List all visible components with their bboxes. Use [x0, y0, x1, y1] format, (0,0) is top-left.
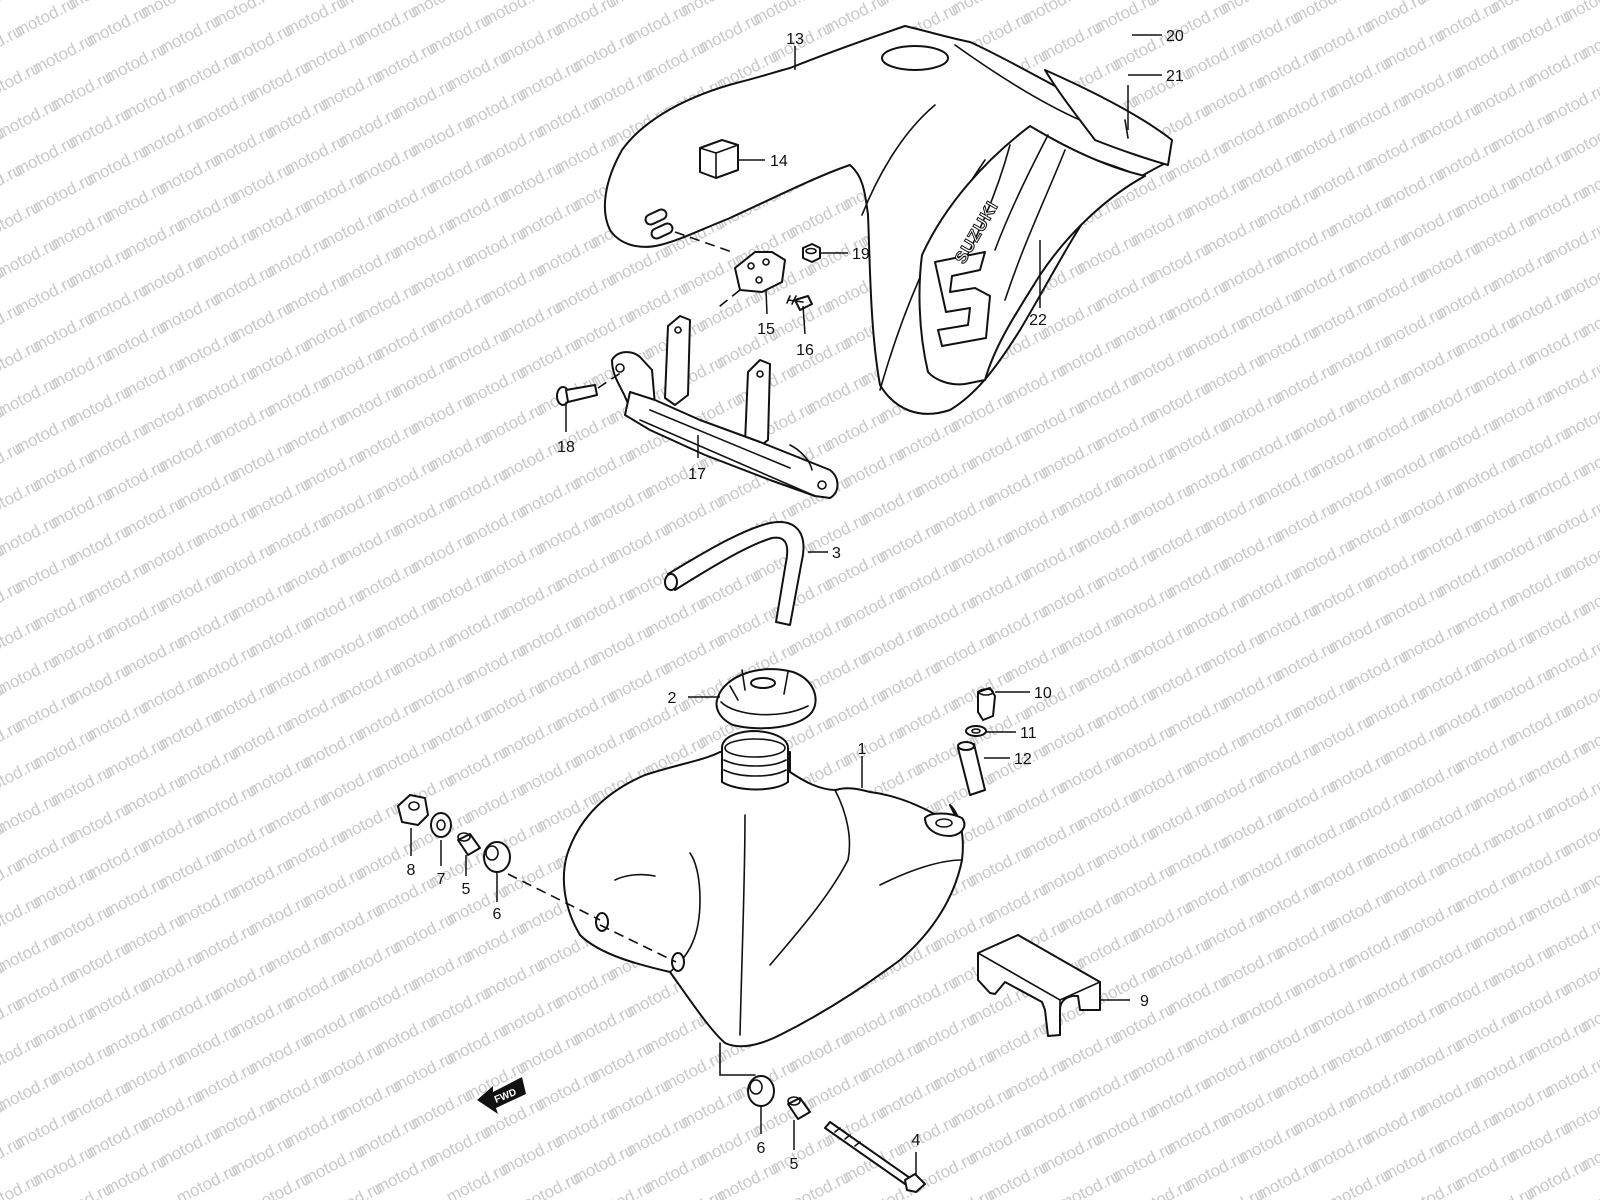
watermark-text: motod.ru	[1055, 1166, 1123, 1200]
callout-6-left: 6	[493, 906, 502, 923]
callout-22: 22	[1029, 312, 1047, 329]
watermark-text: motod.ru	[0, 336, 44, 383]
watermark-text: motod.ru	[659, 1186, 727, 1200]
watermark-text: motod.ru	[0, 197, 44, 244]
watermark-text: motod.ru	[1469, 1183, 1537, 1200]
part-fuel-cap	[715, 668, 817, 730]
watermark-text: motod.ru	[0, 95, 62, 142]
callout-leaders	[410, 34, 1162, 1175]
part-nut-8	[397, 794, 429, 826]
part-nut	[802, 243, 821, 263]
watermark-text: motod.ru	[0, 58, 44, 105]
callout-3: 3	[832, 545, 841, 562]
callout-16: 16	[796, 342, 814, 359]
part-bolt-10	[977, 687, 996, 721]
watermark-text: motod.ru	[1325, 1165, 1393, 1200]
callout-2: 2	[668, 690, 677, 707]
callout-17: 17	[688, 466, 706, 483]
callout-7: 7	[437, 871, 446, 888]
callout-8: 8	[407, 862, 416, 879]
watermark-text: motod.ru	[0, 1170, 44, 1200]
callout-21: 21	[1166, 68, 1184, 85]
watermark-text: motod.ru	[983, 1157, 1051, 1200]
watermark-text: motod.ru	[1397, 1174, 1465, 1200]
callout-5-left: 5	[462, 881, 471, 898]
watermark-text: motod.ru	[0, 475, 44, 522]
part-collar-12	[957, 741, 986, 796]
callout-19: 19	[852, 246, 870, 263]
watermark-text: motod.ru	[0, 651, 62, 698]
callout-labels: 13 20 21 14 19 15 16 22 18 17 3 2 10 11 …	[407, 28, 1184, 1173]
callout-5-bottom: 5	[790, 1156, 799, 1173]
watermark-text: motod.ru	[317, 1178, 385, 1200]
watermark-text: motod.ru	[0, 1031, 44, 1078]
part-tank-frame	[611, 315, 839, 499]
watermark-text: motod.ru	[47, 1179, 115, 1200]
part-washer-7	[430, 812, 452, 838]
part-screw	[786, 295, 813, 311]
watermark-text: motod.ru	[587, 1177, 655, 1200]
part-breather-hose	[664, 521, 805, 626]
callout-6-bottom: 6	[757, 1140, 766, 1157]
part-cushion	[699, 139, 739, 179]
watermark-text: motod.ru	[929, 1185, 997, 1200]
callout-18: 18	[557, 439, 575, 456]
callout-1: 1	[858, 741, 867, 758]
watermark-text: motod.ru	[1595, 1164, 1600, 1200]
watermark-text: motod.ru	[515, 1168, 583, 1200]
part-mounting-bracket	[714, 251, 786, 311]
callout-12: 12	[1014, 751, 1032, 768]
callout-11: 11	[1020, 725, 1037, 742]
part-cover-grommets	[644, 208, 733, 253]
callout-4: 4	[912, 1132, 921, 1149]
watermark-text: motod.ru	[0, 929, 62, 976]
part-collar-5-bottom	[787, 1096, 811, 1120]
part-long-bolt-4	[824, 1121, 926, 1193]
part-collar-5-left	[457, 832, 481, 856]
watermark-text: motod.ru	[0, 1068, 62, 1115]
part-fuel-tank	[507, 730, 966, 1076]
watermark-text: motod.ru	[245, 1169, 313, 1200]
watermark-text: motod.ru	[0, 892, 44, 939]
watermark-text: motod.ru	[1127, 1175, 1195, 1200]
callout-15: 15	[757, 321, 775, 338]
watermark-text: motod.ru	[443, 1159, 511, 1200]
watermark-text: motod.ru	[0, 753, 44, 800]
callout-14: 14	[770, 153, 788, 170]
callout-9: 9	[1140, 993, 1149, 1010]
part-washer-11	[965, 725, 987, 737]
watermark-text: motod.ru	[0, 512, 62, 559]
callout-20: 20	[1166, 28, 1184, 45]
watermark-text: motod.ru	[0, 373, 62, 420]
watermark-text: motod.ru	[713, 1158, 781, 1200]
part-grommet-6-left	[483, 841, 511, 873]
watermark-text: motod.ru	[0, 614, 44, 661]
callout-10: 10	[1034, 685, 1052, 702]
watermark-text: motod.ru	[173, 1160, 241, 1200]
watermark-text: motod.ru	[0, 790, 62, 837]
part-bolt-18	[556, 371, 623, 406]
part-tank-cushion-9	[977, 934, 1101, 1037]
watermark-text: motod.ru	[0, 234, 62, 281]
part-tank-decal: SUZUKI	[918, 125, 1146, 386]
watermark-text: motod.ru	[1199, 1184, 1267, 1200]
part-grommet-6-bottom	[747, 1075, 775, 1107]
callout-13: 13	[786, 31, 804, 48]
